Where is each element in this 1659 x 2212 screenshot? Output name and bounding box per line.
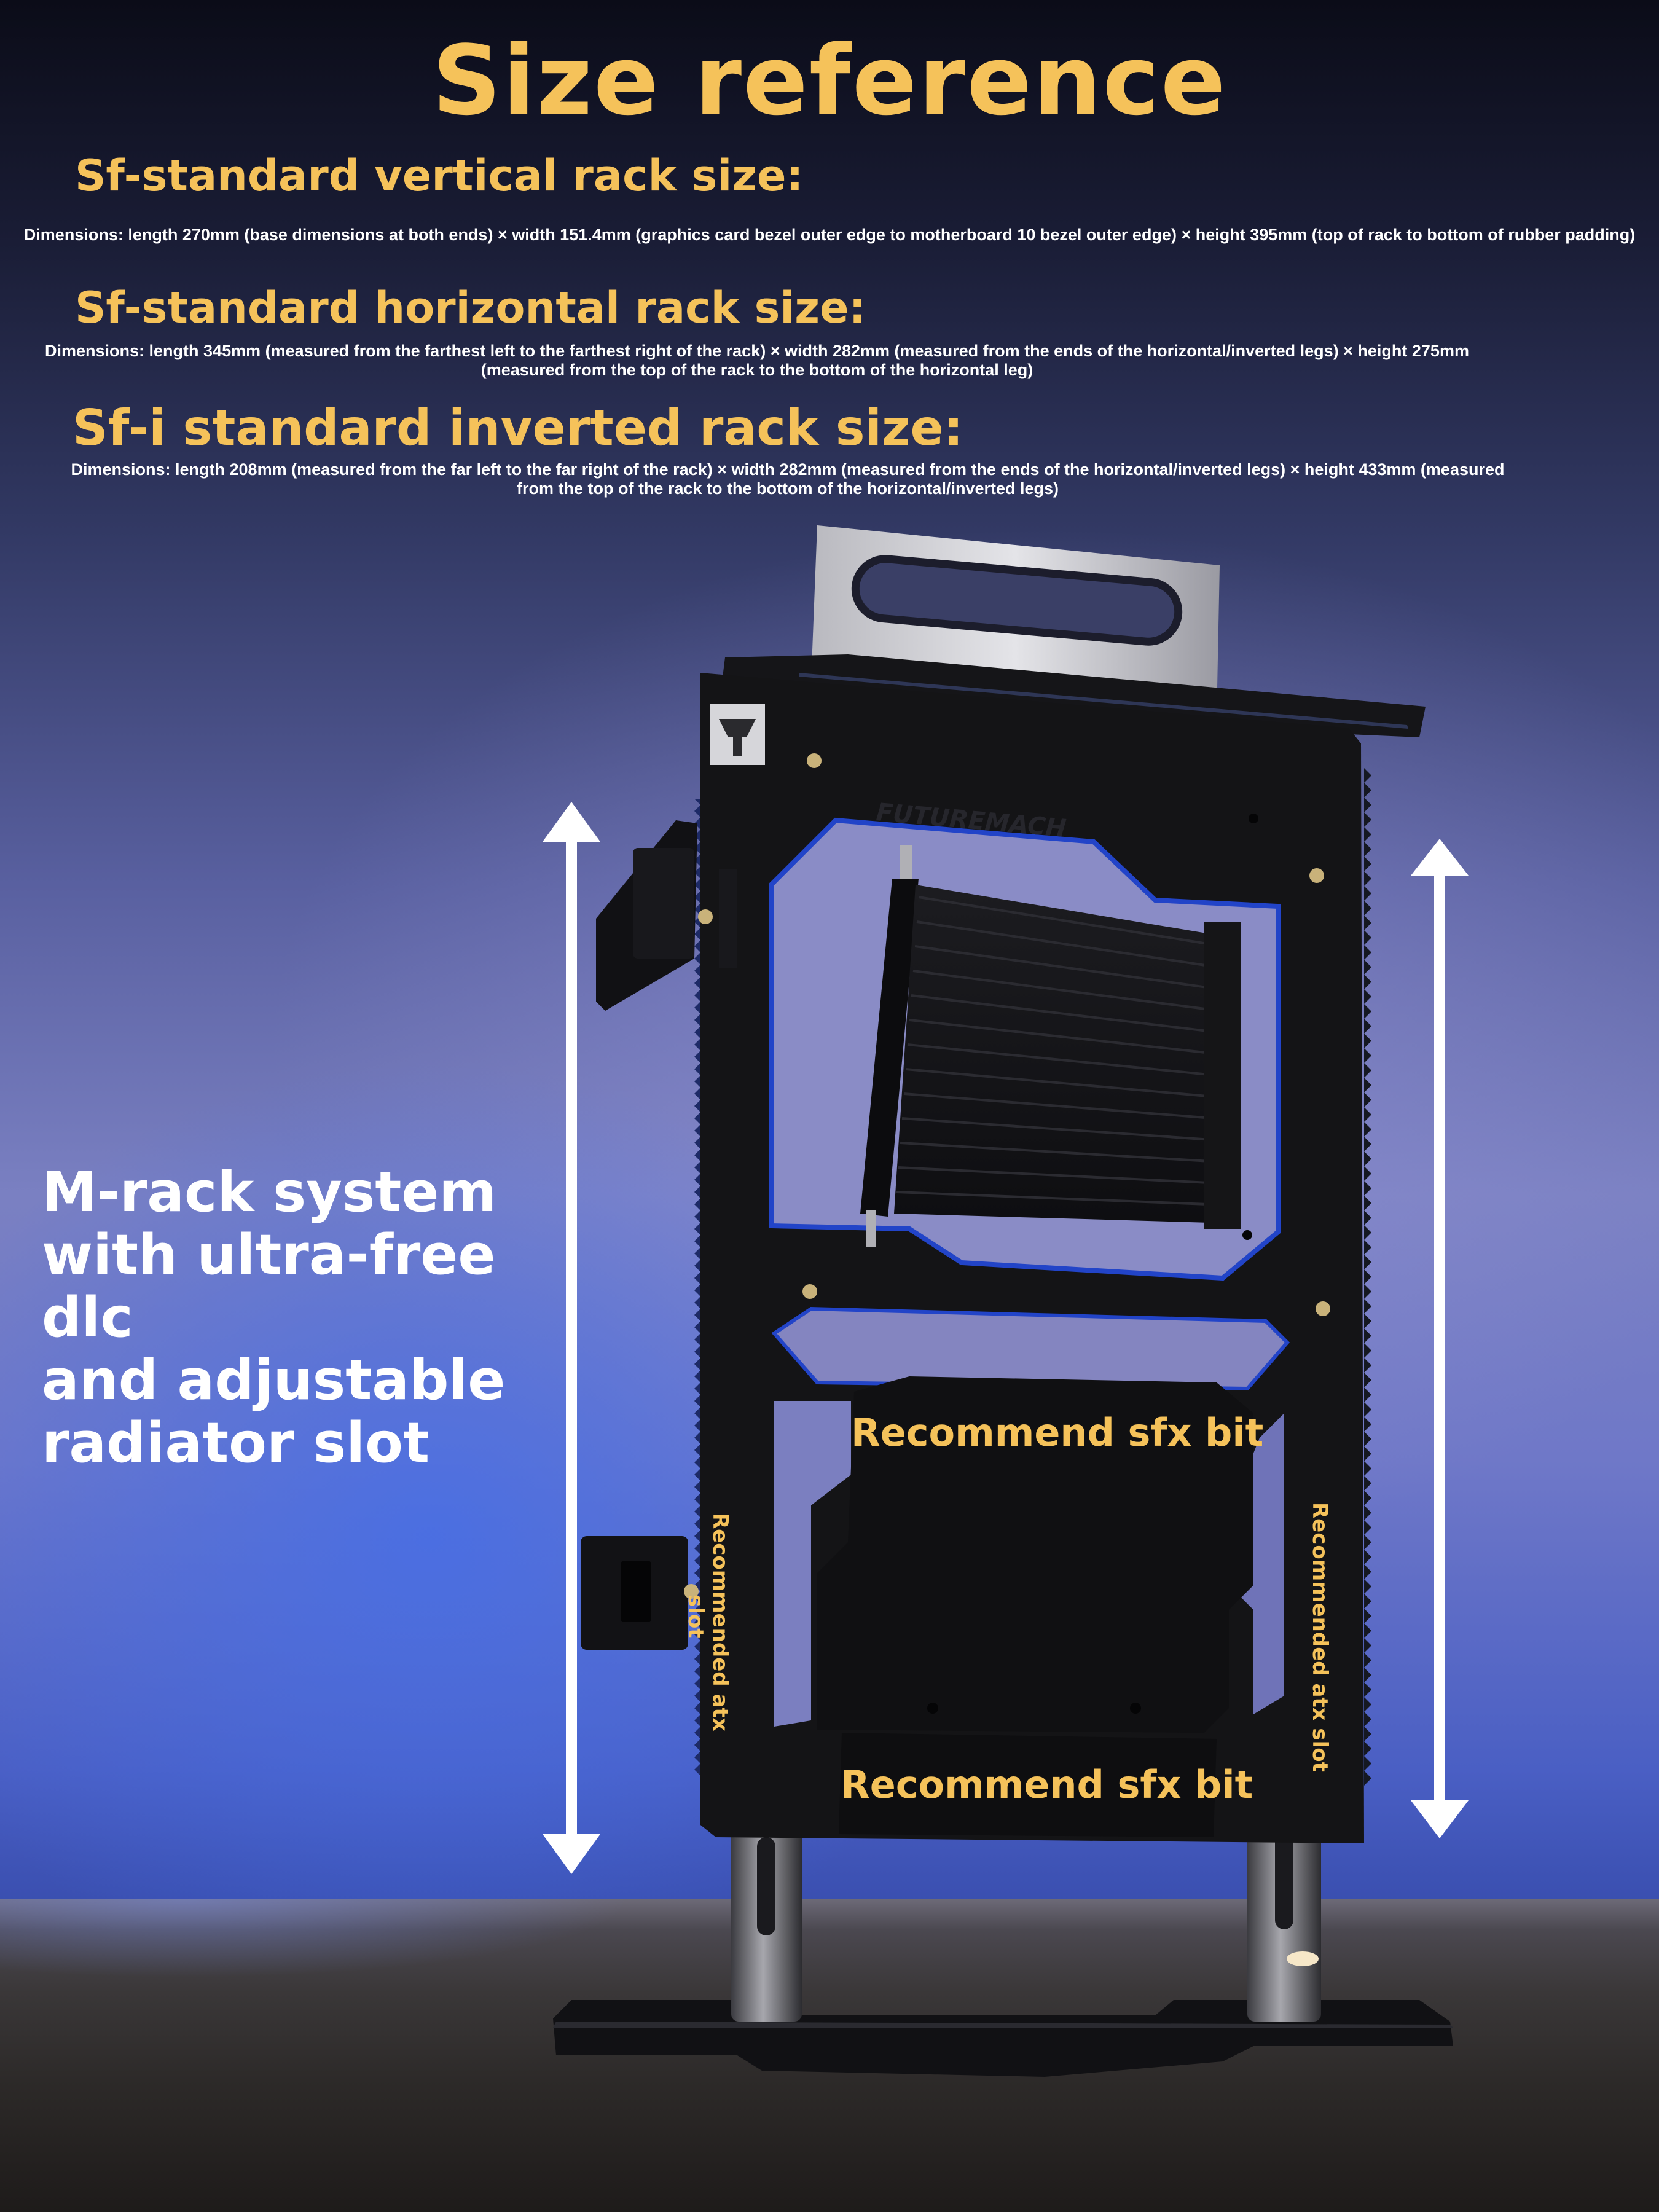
label-atx-left: Recommended atx bbox=[708, 1513, 732, 1732]
callout-line-4: radiator slot bbox=[42, 1411, 429, 1475]
label-sfx-lower: Recommend sfx bit bbox=[841, 1762, 1253, 1807]
spec-dimensions-inverted: Dimensions: length 208mm (measured from … bbox=[12, 460, 1563, 498]
height-arrow-right-icon bbox=[1411, 839, 1469, 1838]
callout-line-1: M-rack system bbox=[42, 1160, 497, 1225]
spec-dimensions-vertical: Dimensions: length 270mm (base dimension… bbox=[23, 226, 1636, 244]
label-atx-right: Recommended atx slot bbox=[1308, 1502, 1332, 1772]
spec-dimensions-horizontal-line2: (measured from the top of the rack to th… bbox=[480, 361, 1033, 380]
callout-line-2: with ultra-free dlc bbox=[42, 1223, 496, 1350]
spec-heading-inverted: Sf-i standard inverted rack size: bbox=[73, 399, 963, 457]
spec-dimensions-horizontal: Dimensions: length 345mm (measured from … bbox=[12, 342, 1502, 380]
m-rack-callout: M-rack system with ultra-free dlc and ad… bbox=[42, 1161, 595, 1475]
riser-cable bbox=[860, 845, 1241, 1247]
label-atx-left-line2: slot bbox=[683, 1594, 708, 1639]
spec-heading-horizontal: Sf-standard horizontal rack size: bbox=[75, 283, 866, 333]
spec-dimensions-inverted-line2: from the top of the rack to the bottom o… bbox=[516, 479, 1059, 498]
rack-frame bbox=[694, 673, 1371, 1843]
label-sfx-upper: Recommend sfx bit bbox=[851, 1410, 1264, 1455]
side-brackets bbox=[581, 820, 737, 1650]
page-title: Size reference bbox=[432, 25, 1227, 136]
label-atx-left-line1: Recommended atx bbox=[708, 1513, 732, 1732]
spec-dimensions-inverted-line1: Dimensions: length 208mm (measured from … bbox=[71, 460, 1505, 479]
spec-dimensions-horizontal-line1: Dimensions: length 345mm (measured from … bbox=[45, 342, 1469, 360]
cnc-logo-icon bbox=[710, 704, 765, 765]
rack-top-tray bbox=[719, 654, 1426, 737]
spec-heading-vertical: Sf-standard vertical rack size: bbox=[75, 151, 804, 201]
height-arrow-left-icon bbox=[543, 802, 600, 1874]
callout-line-3: and adjustable bbox=[42, 1348, 506, 1413]
label-atx-left-slot: slot bbox=[683, 1594, 708, 1639]
